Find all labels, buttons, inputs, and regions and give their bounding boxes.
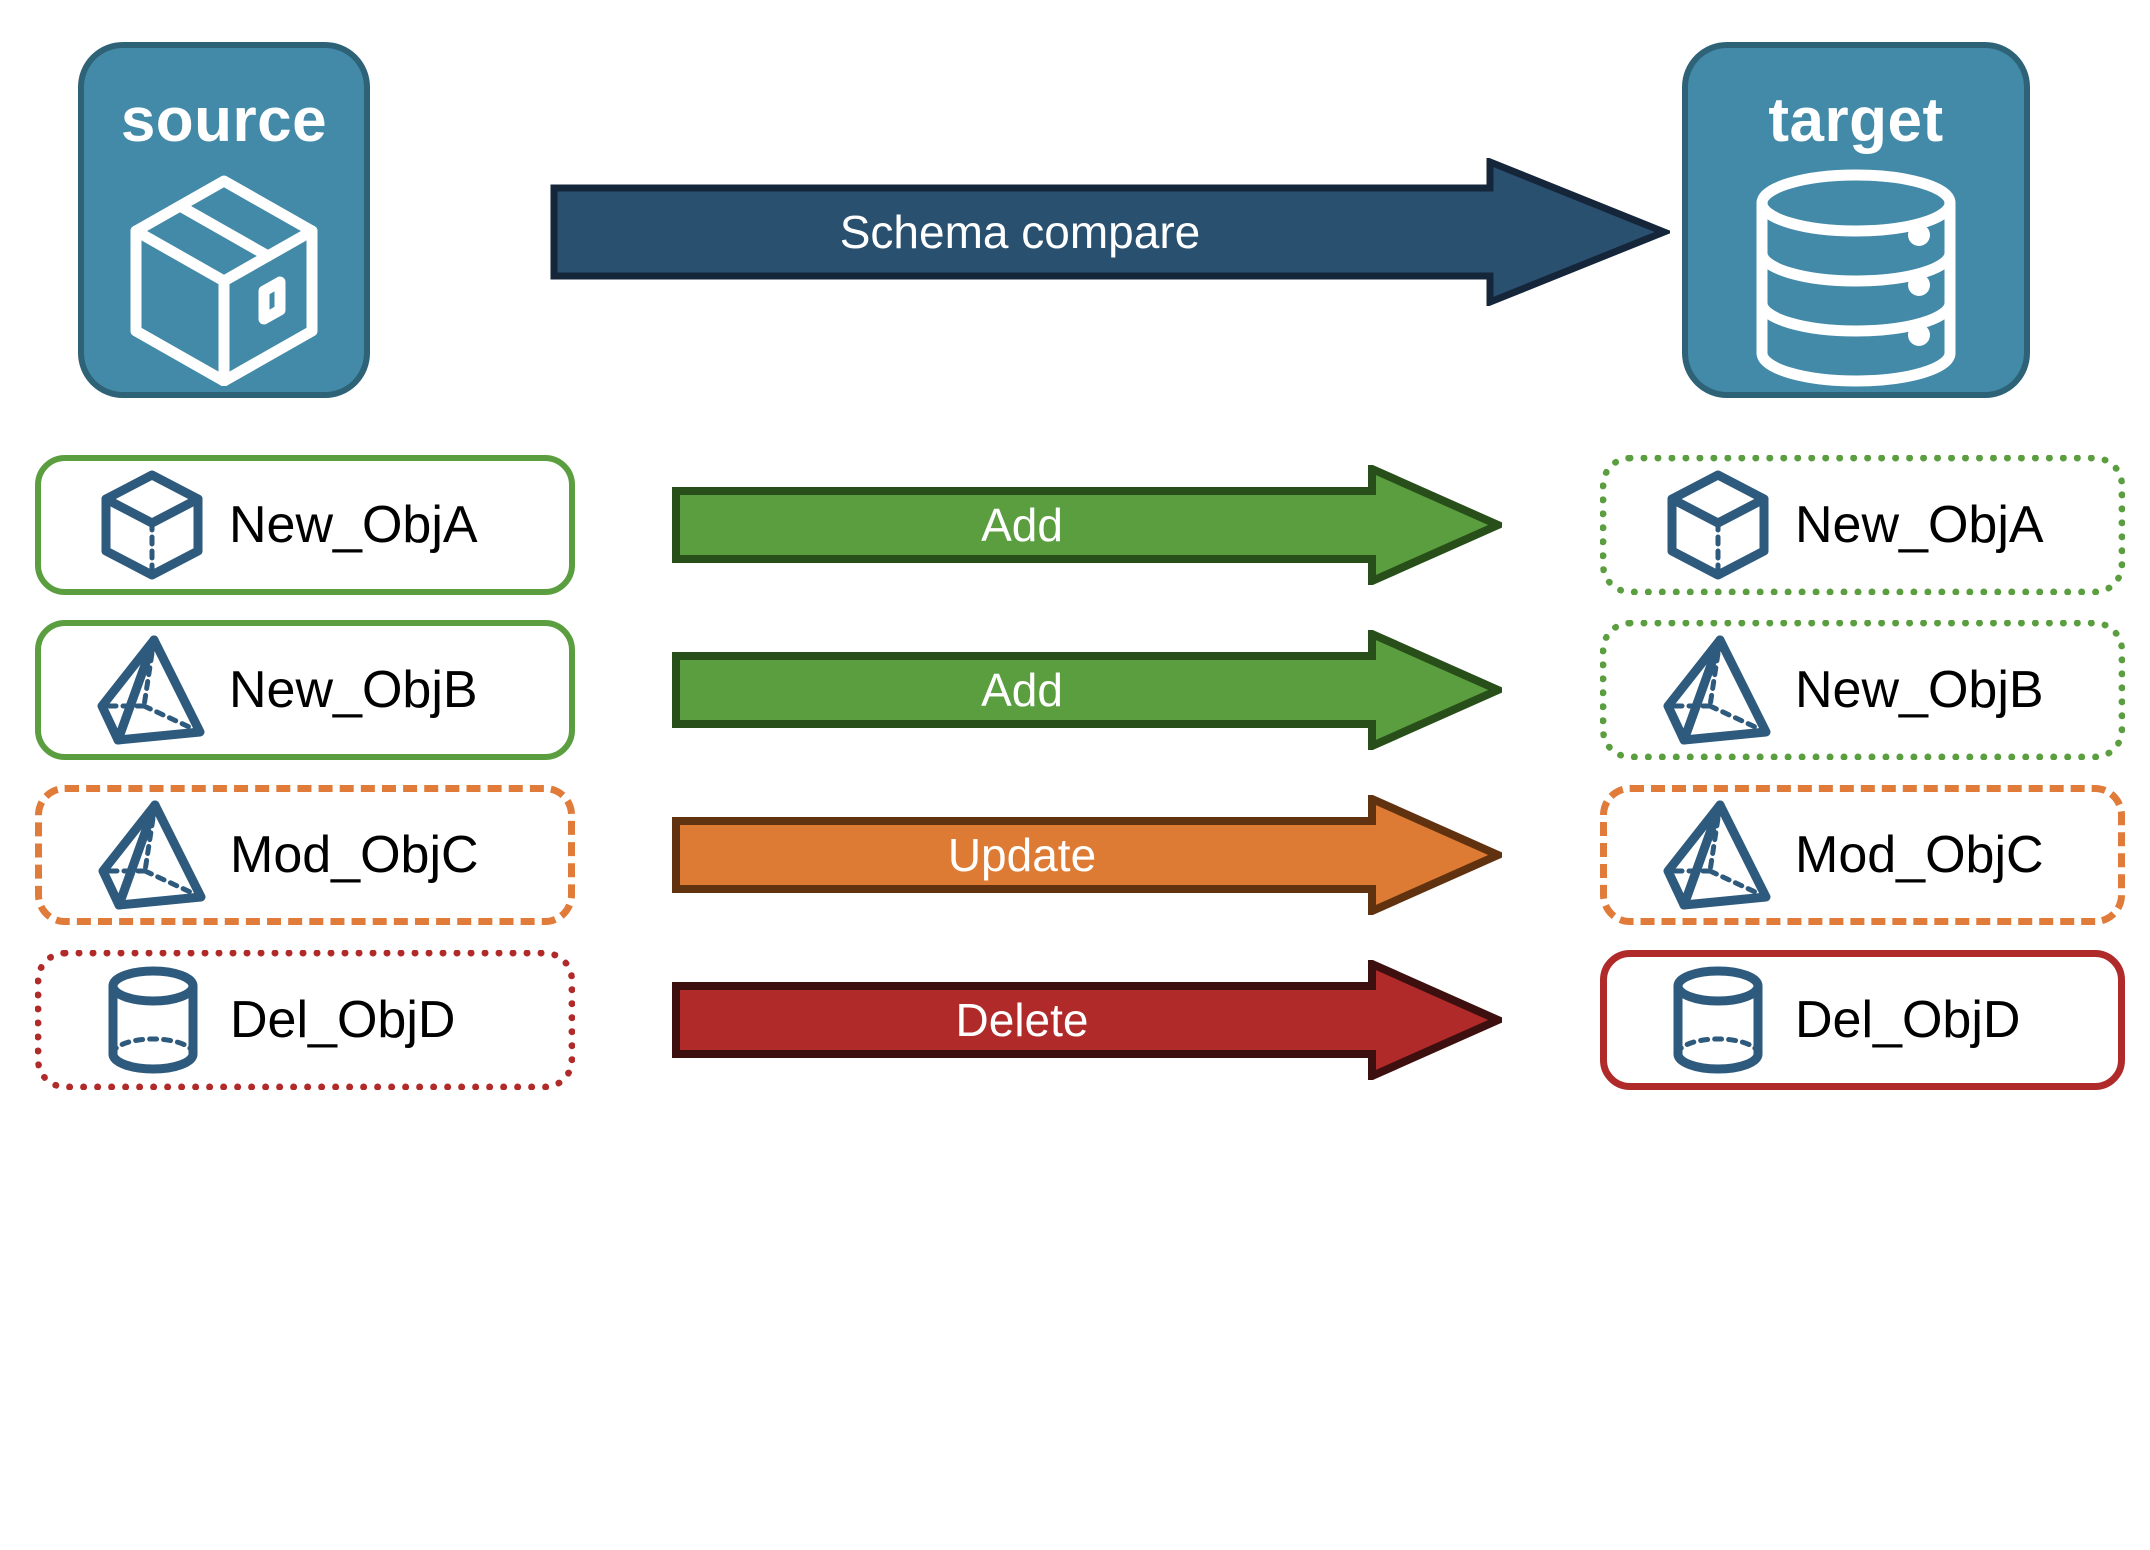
table-row: New_ObjA Add bbox=[0, 455, 2150, 595]
database-cylinder-icon bbox=[1682, 158, 2030, 398]
right-arrow-icon bbox=[550, 158, 1670, 306]
source-object-card[interactable]: New_ObjB bbox=[35, 620, 575, 760]
source-object-card[interactable]: Mod_ObjC bbox=[35, 785, 575, 925]
cube-wireframe-icon bbox=[1659, 469, 1777, 581]
target-object-label: Del_ObjD bbox=[1795, 991, 2021, 1049]
cylinder-wireframe-icon bbox=[1659, 964, 1777, 1076]
target-object-card[interactable]: New_ObjB bbox=[1600, 620, 2125, 760]
pyramid-wireframe-icon bbox=[93, 634, 211, 746]
pyramid-wireframe-icon bbox=[94, 799, 212, 911]
target-object-label: Mod_ObjC bbox=[1795, 826, 2044, 884]
schema-compare-arrow[interactable]: Schema compare bbox=[550, 158, 1670, 306]
target-box-background bbox=[1682, 42, 2030, 398]
source-object-label: New_ObjA bbox=[229, 496, 478, 554]
target-endpoint-box[interactable]: target bbox=[1682, 42, 2030, 398]
source-box-background bbox=[78, 42, 370, 398]
table-row: New_ObjB Add bbox=[0, 620, 2150, 760]
target-title: target bbox=[1768, 86, 1944, 155]
source-object-card[interactable]: New_ObjA bbox=[35, 455, 575, 595]
target-object-card[interactable]: Mod_ObjC bbox=[1600, 785, 2125, 925]
source-object-card[interactable]: Del_ObjD bbox=[35, 950, 575, 1090]
source-object-label: Del_ObjD bbox=[230, 991, 456, 1049]
right-arrow-icon bbox=[672, 960, 1502, 1080]
cylinder-wireframe-icon bbox=[94, 964, 212, 1076]
right-arrow-icon bbox=[672, 465, 1502, 585]
target-object-card[interactable]: New_ObjA bbox=[1600, 455, 2125, 595]
source-object-label: New_ObjB bbox=[229, 661, 478, 719]
right-arrow-icon bbox=[672, 795, 1502, 915]
target-object-label: New_ObjB bbox=[1795, 661, 2044, 719]
schema-compare-label: Schema compare bbox=[839, 206, 1201, 258]
pyramid-wireframe-icon bbox=[1659, 634, 1777, 746]
source-endpoint-box[interactable]: source bbox=[78, 42, 370, 398]
table-row: Mod_ObjC Update bbox=[0, 785, 2150, 925]
source-title: source bbox=[120, 86, 328, 155]
target-object-card[interactable]: Del_ObjD bbox=[1600, 950, 2125, 1090]
add-action-arrow[interactable]: Add bbox=[672, 465, 1502, 585]
package-box-icon bbox=[78, 158, 370, 398]
source-object-label: Mod_ObjC bbox=[230, 826, 479, 884]
pyramid-wireframe-icon bbox=[1659, 799, 1777, 911]
add-action-arrow[interactable]: Add bbox=[672, 630, 1502, 750]
target-object-label: New_ObjA bbox=[1795, 496, 2044, 554]
table-row: Del_ObjD Delete bbox=[0, 950, 2150, 1090]
cube-wireframe-icon bbox=[93, 469, 211, 581]
right-arrow-icon bbox=[672, 630, 1502, 750]
delete-action-arrow[interactable]: Delete bbox=[672, 960, 1502, 1080]
update-action-arrow[interactable]: Update bbox=[672, 795, 1502, 915]
